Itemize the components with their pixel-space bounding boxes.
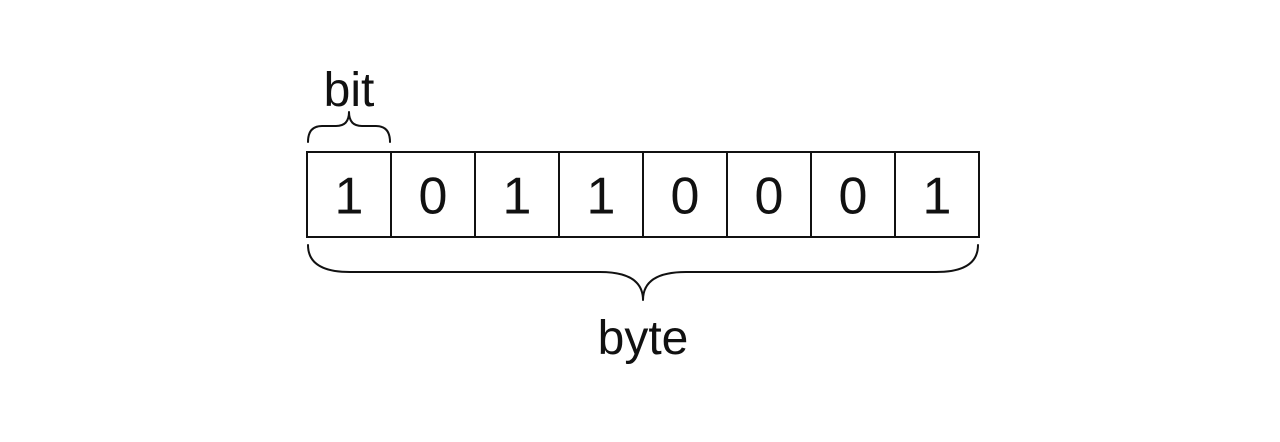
bit-value: 1 xyxy=(503,168,532,226)
byte-label: byte xyxy=(598,312,689,365)
byte-brace xyxy=(307,244,979,301)
bit-brace xyxy=(307,111,391,143)
bit-cell xyxy=(642,151,728,238)
bit-value: 1 xyxy=(335,168,364,226)
bit-value: 0 xyxy=(755,168,784,226)
bit-cell xyxy=(474,151,560,238)
bit-value: 0 xyxy=(671,168,700,226)
bit-cell xyxy=(894,151,980,238)
bit-label: bit xyxy=(324,64,375,117)
bit-value: 1 xyxy=(587,168,616,226)
bit-cell xyxy=(810,151,896,238)
bit-value: 1 xyxy=(923,168,952,226)
bit-value: 0 xyxy=(419,168,448,226)
bit-cell xyxy=(726,151,812,238)
bit-cell xyxy=(306,151,392,238)
bit-cell xyxy=(390,151,476,238)
bit-value: 0 xyxy=(839,168,868,226)
